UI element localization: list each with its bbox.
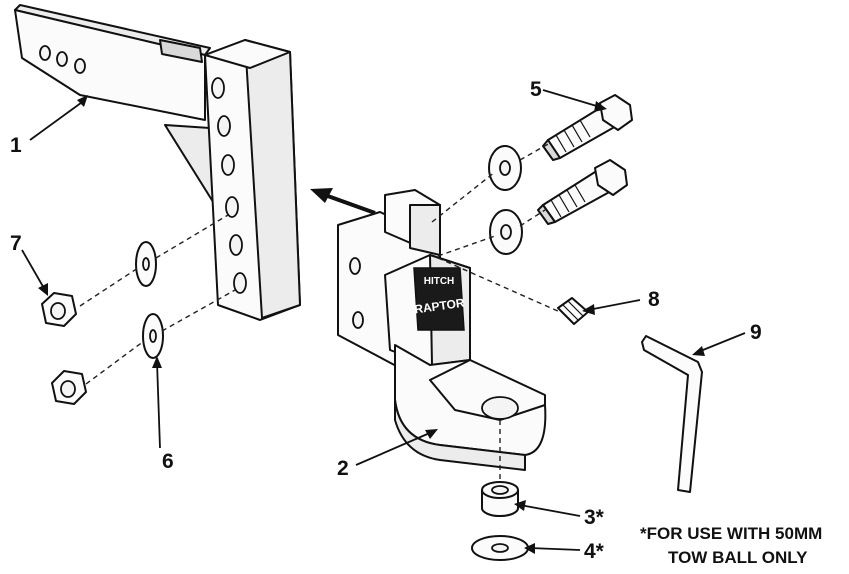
bolt-upper xyxy=(542,94,633,161)
callout-6: 6 xyxy=(162,450,174,473)
part-4-washer xyxy=(471,535,529,561)
part-6-washers xyxy=(135,241,164,359)
callout-5: 5 xyxy=(530,78,542,101)
callout-labels: 1 7 6 5 2 8 9 3* 4* xyxy=(10,78,762,563)
callout-2: 2 xyxy=(337,457,349,480)
footnote-line-2: TOW BALL ONLY xyxy=(668,548,808,567)
nut-upper xyxy=(41,292,77,327)
part-5-bolts xyxy=(537,94,633,225)
nut-lower xyxy=(51,370,87,405)
decal-product: RAPTOR xyxy=(413,296,465,317)
part-1-adjustable-shank xyxy=(14,4,301,321)
callout-9: 9 xyxy=(750,321,762,344)
leader-lines xyxy=(21,89,746,554)
part-2-ball-mount: HITCH RAPTOR xyxy=(337,189,547,471)
callout-1: 1 xyxy=(10,134,22,157)
footnote-line-1: *FOR USE WITH 50MM xyxy=(640,524,822,543)
part-9-hex-key xyxy=(641,335,703,493)
washers-right xyxy=(488,145,523,255)
bolt-lower xyxy=(537,159,628,225)
raptor-decal: HITCH RAPTOR xyxy=(413,267,466,331)
callout-7: 7 xyxy=(10,232,22,255)
callout-8: 8 xyxy=(648,288,660,311)
part-7-nuts xyxy=(41,292,87,405)
alignment-lines xyxy=(79,142,561,480)
decal-brand: HITCH xyxy=(424,276,455,287)
part-3-spacer xyxy=(481,481,519,517)
assembly-arrow xyxy=(310,188,376,215)
callout-3: 3* xyxy=(584,506,605,529)
callout-4: 4* xyxy=(584,540,605,563)
footnote: *FOR USE WITH 50MM TOW BALL ONLY xyxy=(640,524,822,567)
